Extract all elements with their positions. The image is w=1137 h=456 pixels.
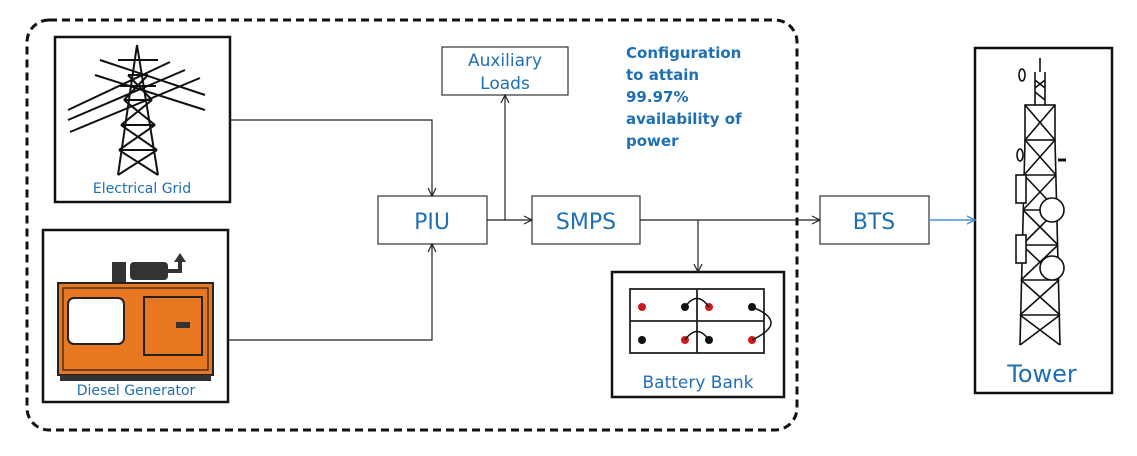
diesel-generator-label: Diesel Generator [77, 383, 196, 399]
configuration-note-line5: power [626, 132, 679, 150]
bts-label: BTS [853, 210, 896, 235]
grid-to-piu-arrow [230, 119, 432, 196]
smps-label: SMPS [556, 210, 616, 235]
telecom-tower-icon [1015, 58, 1066, 346]
configuration-note-line3: 99.97% [626, 88, 688, 106]
generator-to-piu-arrow [228, 244, 432, 341]
transmission-tower-icon [67, 44, 206, 176]
configuration-note-line1: Configuration [626, 44, 741, 62]
configuration-note: Configuration to attain 99.97% availabil… [626, 44, 742, 150]
auxiliary-loads-block: Auxiliary Loads [441, 46, 569, 96]
piu-to-auxiliary-arrow [487, 95, 505, 221]
piu-block: PIU [377, 195, 488, 245]
battery-bank-block: Battery Bank [610, 270, 786, 399]
piu-label: PIU [414, 210, 450, 235]
electrical-grid-block: Electrical Grid [53, 35, 232, 204]
bts-block: BTS [819, 195, 930, 245]
battery-bank-label: Battery Bank [642, 373, 753, 393]
smps-block: SMPS [531, 195, 641, 245]
configuration-note-line2: to attain [626, 66, 699, 84]
tower-label: Tower [1006, 360, 1077, 388]
configuration-boundary [25, 18, 799, 432]
diesel-generator-block: Diesel Generator [41, 228, 230, 404]
auxiliary-loads-line1: Auxiliary [468, 51, 542, 71]
configuration-note-line4: availability of [626, 110, 742, 128]
electrical-grid-label: Electrical Grid [93, 181, 191, 197]
auxiliary-loads-line2: Loads [480, 74, 530, 94]
tower-block: Tower [973, 46, 1114, 395]
battery-icon [629, 288, 772, 354]
connectors [228, 95, 820, 341]
generator-icon [57, 253, 214, 381]
